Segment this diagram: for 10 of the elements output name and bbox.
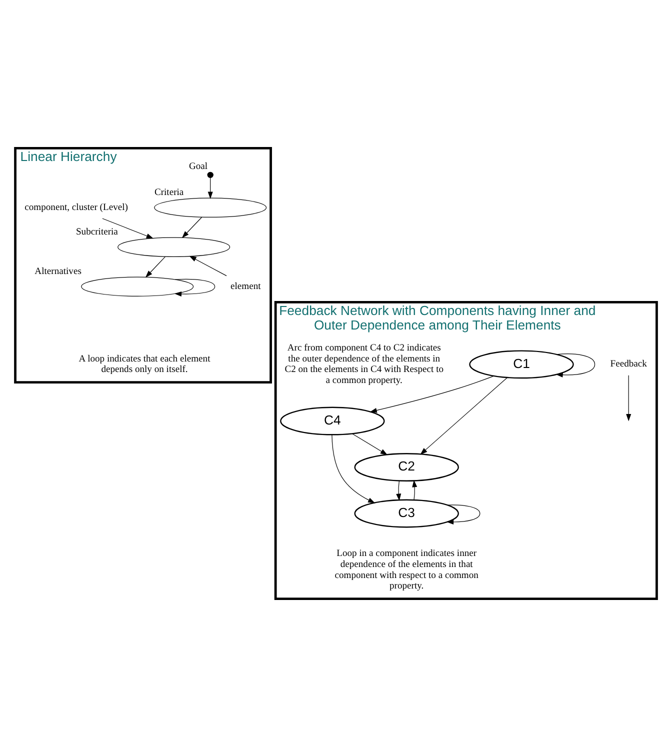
node-label: Criteria (154, 186, 184, 198)
node-label: Goal (188, 161, 208, 172)
node-text: component, cluster (Level) (24, 202, 128, 213)
node-text: element (230, 280, 261, 292)
label: Loop in a component indicates inner dependence of the elements in that component with respect to a common property. (334, 548, 478, 592)
label: A loop indicates that each element depends only on itself. (78, 353, 210, 376)
node-text: Feedback (610, 358, 647, 370)
label: Arc from component C4 to C2 indicates the outer dependence of the elements in C2 on the elements in C4 with Respect to a common property. (284, 342, 444, 386)
node-label: Alternatives (34, 266, 82, 277)
node-label: Subcriteria (76, 226, 118, 238)
